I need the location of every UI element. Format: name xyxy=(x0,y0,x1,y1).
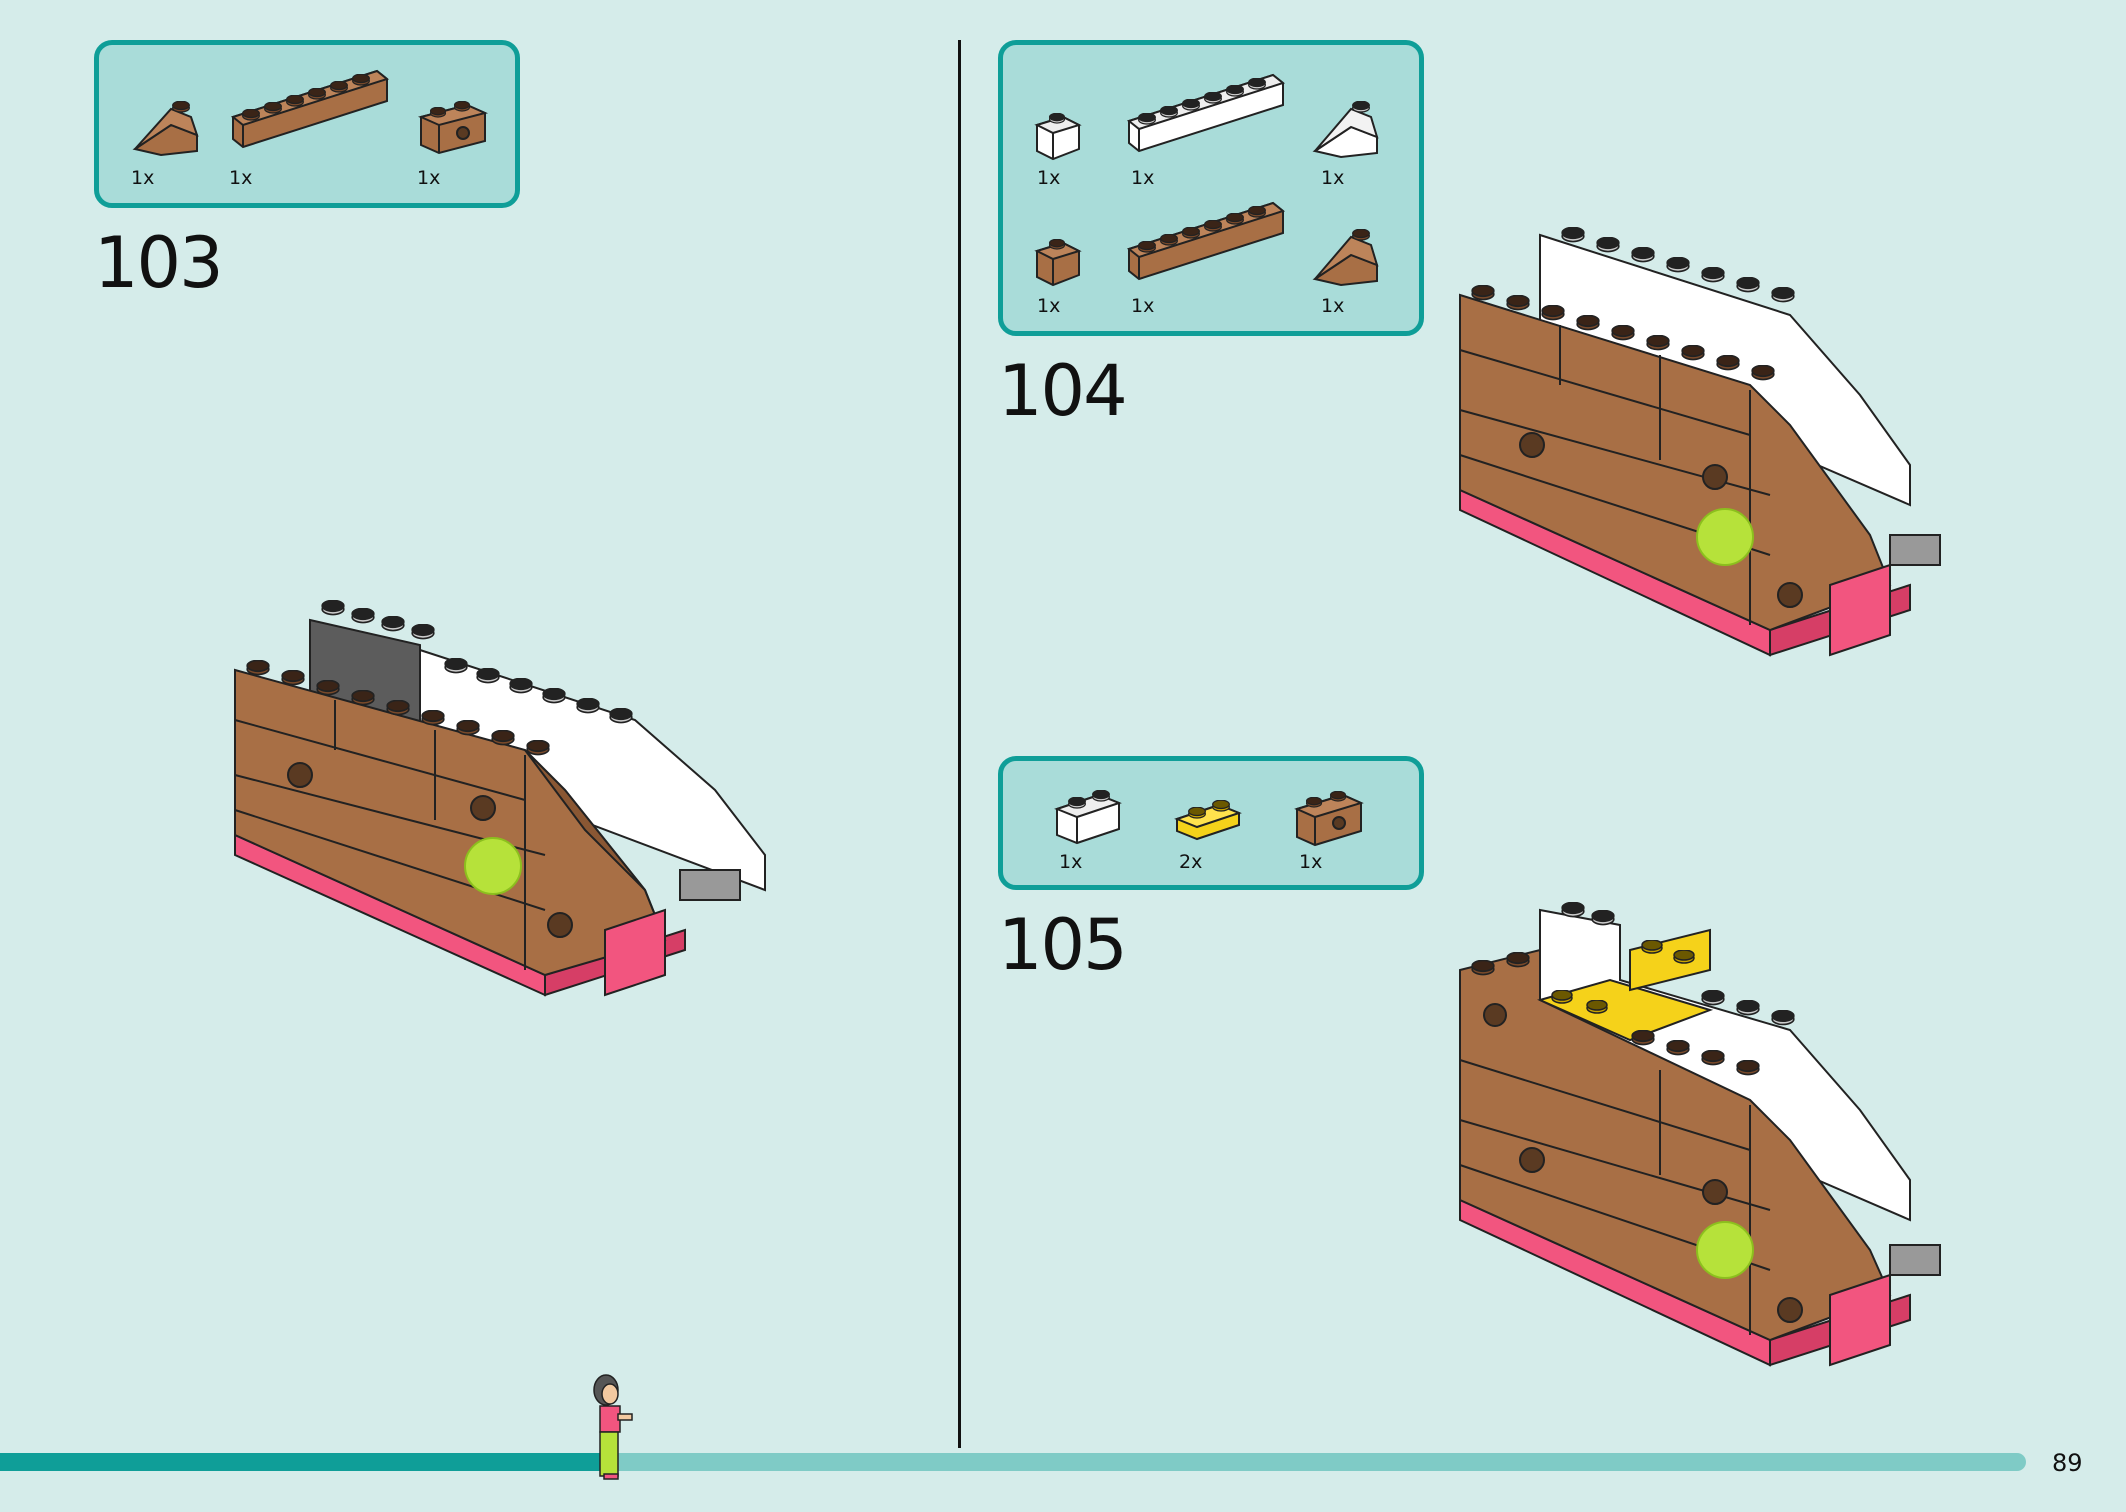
progress-bar xyxy=(0,1453,2026,1471)
page-number: 89 xyxy=(2052,1449,2083,1477)
brown-technic-brick-icon xyxy=(1294,791,1364,847)
build-model-step-103 xyxy=(234,600,766,997)
white-slope-brick-icon xyxy=(1312,101,1379,159)
part-qty: 1x xyxy=(1037,167,1061,189)
step-number: 104 xyxy=(998,350,1128,432)
brown-slope-brick-icon xyxy=(132,101,199,157)
step-number: 103 xyxy=(94,222,224,304)
build-model-step-104 xyxy=(1459,227,1941,657)
yellow-1x2-plate-icon xyxy=(1174,800,1242,841)
part-qty: 1x xyxy=(1321,167,1345,189)
minifigure-progress-marker-icon xyxy=(593,1374,633,1480)
part-qty: 1x xyxy=(1299,851,1323,873)
part-qty: 2x xyxy=(1179,851,1203,873)
part-qty: 1x xyxy=(131,167,155,189)
part-qty: 1x xyxy=(1321,295,1345,317)
part-qty: 1x xyxy=(417,167,441,189)
parts-callout-104: 1x 1x 1x 1x 1x 1x xyxy=(998,40,1424,336)
brown-1x1-brick-icon xyxy=(1034,239,1082,287)
parts-callout-105: 1x 2x 1x xyxy=(998,756,1424,890)
white-1x6-brick-icon xyxy=(1126,73,1285,153)
brown-technic-brick-icon xyxy=(417,101,489,155)
white-1x2-brick-icon xyxy=(1054,790,1122,845)
part-qty: 1x xyxy=(1059,851,1083,873)
white-1x1-brick-icon xyxy=(1034,113,1082,161)
part-qty: 1x xyxy=(1037,295,1061,317)
progress-fill xyxy=(0,1453,608,1471)
parts-callout-103: 1x 1x 1x xyxy=(94,40,520,208)
page-divider xyxy=(958,40,961,1448)
build-model-step-105 xyxy=(1459,902,1941,1367)
brown-1x6-brick-icon xyxy=(1126,201,1285,281)
brown-slope-brick-icon xyxy=(1312,229,1379,287)
part-qty: 1x xyxy=(229,167,253,189)
part-qty: 1x xyxy=(1131,167,1155,189)
step-number: 105 xyxy=(998,904,1128,986)
brown-1x6-brick-icon xyxy=(230,69,389,149)
part-qty: 1x xyxy=(1131,295,1155,317)
